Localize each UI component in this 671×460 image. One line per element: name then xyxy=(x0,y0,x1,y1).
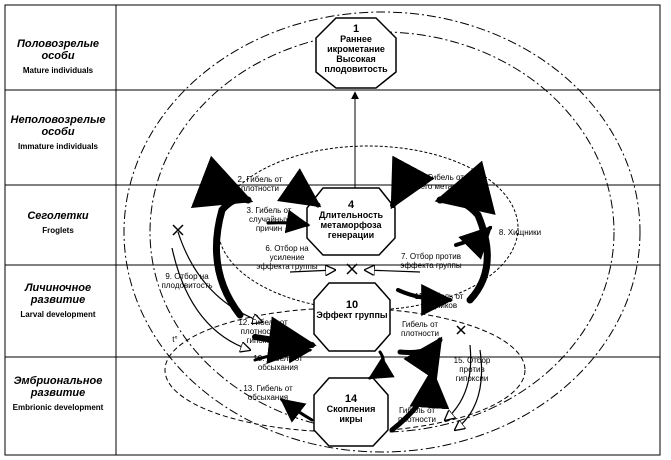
arrow-6 xyxy=(289,270,335,272)
stage-mature-en: Mature individuals xyxy=(22,66,94,75)
node-1-number: 1 xyxy=(352,23,360,35)
node-14-text: Скопления икры xyxy=(326,404,376,424)
arrow-9b xyxy=(171,247,250,350)
node-14: 14 Скопления икры xyxy=(316,393,386,425)
arrow-11 xyxy=(396,283,454,316)
stage-mature: Половозрелые особи Mature individuals xyxy=(0,38,116,76)
arrow-2 xyxy=(277,168,322,208)
label-13b: 13. Гибель от обсыхания xyxy=(243,384,293,402)
label-8: 8. Хищники xyxy=(498,228,542,237)
stage-larval-ru: Личиночное развитие xyxy=(24,282,92,306)
stage-embryonic: Эмбриональное развитие Embrionic develop… xyxy=(0,375,116,413)
node-10-shape xyxy=(313,282,391,352)
thick-arrows xyxy=(190,155,496,433)
node-4: 4 Длительность метаморфоза генерации xyxy=(309,199,393,241)
node-4-text: Длительность метаморфоза генерации xyxy=(318,210,384,240)
node-14-shape xyxy=(313,377,389,447)
node-10-text: Эффект группы xyxy=(316,310,388,320)
cross-marks xyxy=(172,224,466,335)
arrow-15b xyxy=(455,349,483,430)
arrow-right-big xyxy=(434,160,496,304)
node-10: 10 Эффект группы xyxy=(316,299,388,321)
stage-larval: Личиночное развитие Larval development xyxy=(0,282,116,320)
arrow-14-left xyxy=(280,398,314,423)
arrow-3 xyxy=(266,209,311,234)
stage-mature-ru: Половозрелые особи xyxy=(16,38,100,62)
label-2: 2. Гибель от плотности xyxy=(237,175,283,193)
label-11: 11. Гибель от хищников xyxy=(414,292,464,310)
label-density-lower: Гибель от плотности xyxy=(397,406,437,424)
label-13a: 13. Гибель от обсыхания xyxy=(253,354,303,372)
label-6: 6. Отбор на усиление эффекта группы xyxy=(256,244,318,271)
node-14-number: 14 xyxy=(344,393,358,405)
hollow-arrows xyxy=(171,231,483,430)
label-15: 15. Отбор против гипоксии xyxy=(453,356,491,383)
stage-froglets-en: Froglets xyxy=(42,226,74,235)
middle-cycle xyxy=(149,31,615,433)
arrow-7 xyxy=(454,225,493,260)
node-1-text: Раннее икрометание Высокая плодовитость xyxy=(324,34,388,74)
arrow-5 xyxy=(390,155,435,210)
label-7: 7. Отбор против эффекта группы xyxy=(400,252,462,270)
stage-grid xyxy=(4,4,661,456)
label-5: 5. Гибель от позд него метаморфоза xyxy=(416,173,486,191)
label-3: 3. Гибель от случайных причин xyxy=(246,206,292,233)
label-12: 12. Гибель от плотности и гипоксии xyxy=(238,318,288,345)
arrow-14-right xyxy=(389,368,450,433)
label-density-upper: Гибель от плотности xyxy=(400,320,440,338)
stage-larval-en: Larval development xyxy=(20,310,96,319)
node-1-shape xyxy=(315,17,397,89)
stage-immature: Неполовозрелые особи Immature individual… xyxy=(0,114,116,152)
stage-embryonic-ru: Эмбриональное развитие xyxy=(13,375,103,399)
node-shapes xyxy=(306,17,397,447)
outer-cycle xyxy=(123,11,641,453)
arrow-lower-right xyxy=(397,336,443,382)
stage-immature-ru: Неполовозрелые особи xyxy=(10,114,106,138)
stage-froglets-ru: Сеголетки xyxy=(27,210,89,222)
node-4-number: 4 xyxy=(347,199,355,211)
arrow-7b xyxy=(365,270,421,272)
arrow-10-to-14 xyxy=(367,350,395,380)
stage-froglets: Сеголетки Froglets xyxy=(0,210,116,236)
stage-immature-en: Immature individuals xyxy=(17,142,99,151)
stage-embryonic-en: Embrionic development xyxy=(12,403,104,412)
arrow-9 xyxy=(177,231,262,322)
arrow-15 xyxy=(445,344,472,420)
node-1: 1 Раннее икрометание Высокая плодовитост… xyxy=(318,23,394,75)
node-10-number: 10 xyxy=(345,299,359,311)
arrow-left-big xyxy=(190,155,254,319)
label-temperature: t° xyxy=(172,335,178,344)
label-9: 9. Отбор на плодовитость xyxy=(161,272,213,290)
arrow-13 xyxy=(253,339,313,364)
